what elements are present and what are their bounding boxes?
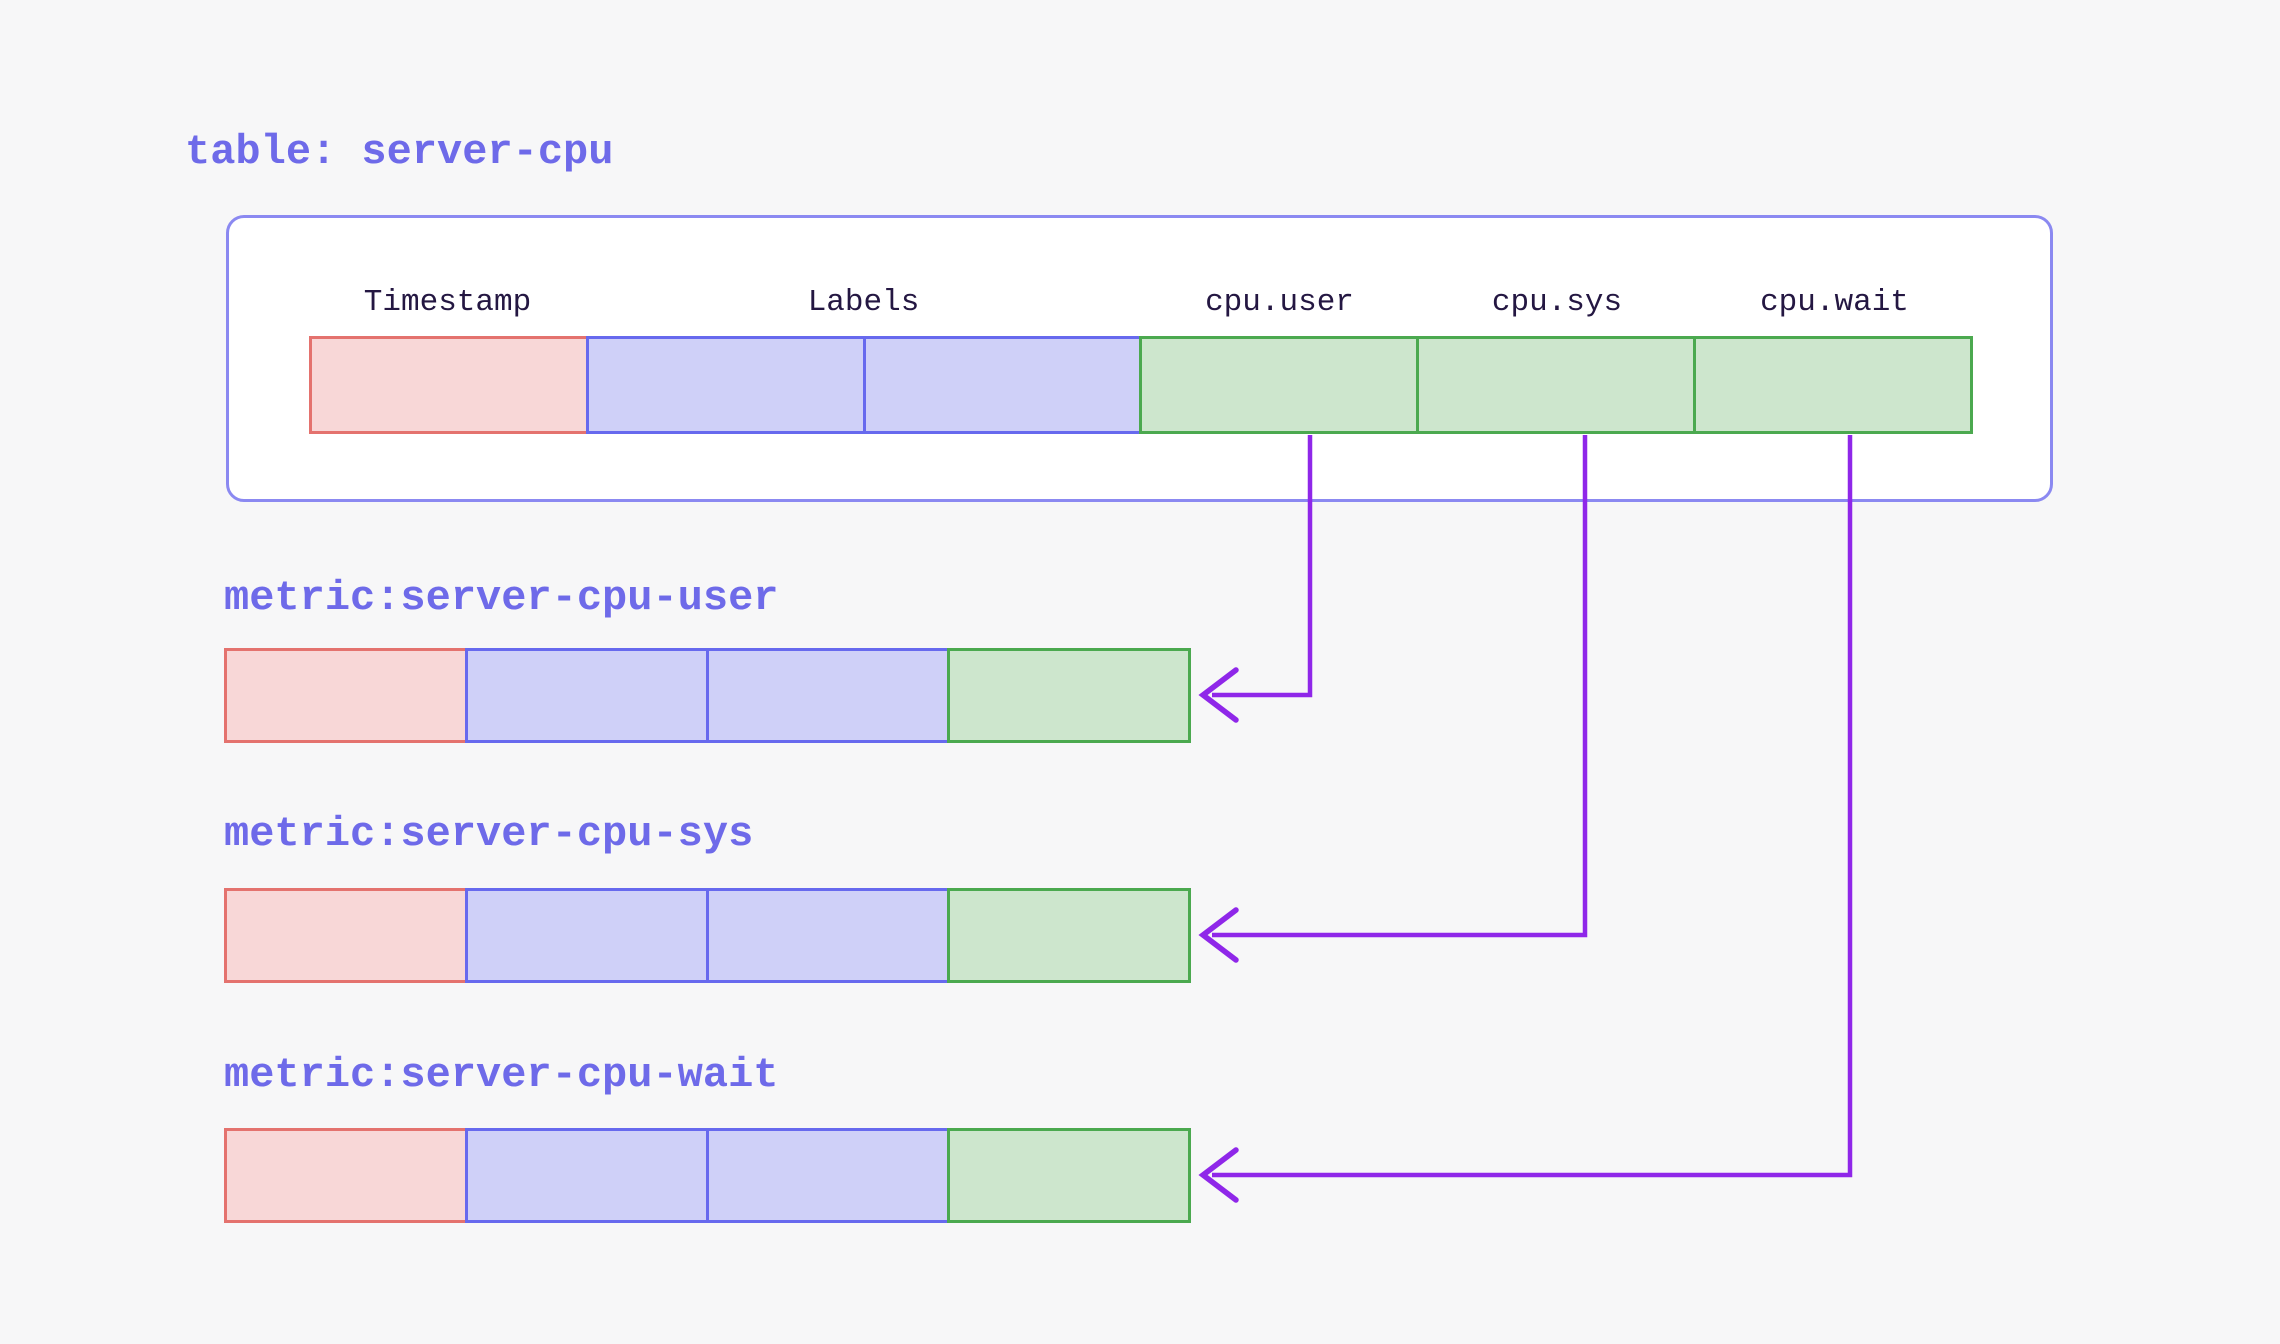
column-header-cpu-sys: cpu.sys	[1491, 285, 1623, 320]
value-cell	[947, 888, 1191, 983]
metric-row-server-cpu-sys	[224, 888, 1191, 983]
label-cell	[585, 336, 866, 434]
value-cell	[947, 1128, 1191, 1223]
label-cell	[465, 888, 709, 983]
connector-cpu-wait-arrow	[1198, 435, 1853, 1203]
metric-row-server-cpu-user	[224, 648, 1191, 743]
timestamp-cell	[224, 1128, 468, 1223]
metric-row-server-cpu-wait	[224, 1128, 1191, 1223]
column-header-cpu-wait: cpu.wait	[1760, 285, 1909, 320]
column-header-timestamp: Timestamp	[363, 285, 532, 320]
label-cell	[706, 648, 950, 743]
timestamp-cell	[224, 888, 468, 983]
timestamp-cell	[224, 648, 468, 743]
value-cell-cpu-wait	[1693, 336, 1973, 434]
table-row	[309, 336, 1973, 434]
label-cell	[706, 1128, 950, 1223]
value-cell	[947, 648, 1191, 743]
metric-title-server-cpu-wait: metric:server-cpu-wait	[224, 1051, 779, 1099]
label-cell	[465, 648, 709, 743]
column-header-cpu-user: cpu.user	[1205, 285, 1354, 320]
metric-title-server-cpu-user: metric:server-cpu-user	[224, 574, 779, 622]
column-header-labels: Labels	[807, 285, 920, 320]
label-cell	[862, 336, 1143, 434]
value-cell-cpu-user	[1139, 336, 1420, 434]
label-cell	[465, 1128, 709, 1223]
connector-cpu-sys-arrow	[1198, 435, 1588, 963]
metric-title-server-cpu-sys: metric:server-cpu-sys	[224, 810, 754, 858]
label-cell	[706, 888, 950, 983]
table-title: table: server-cpu	[185, 128, 614, 176]
timestamp-cell	[309, 336, 589, 434]
value-cell-cpu-sys	[1416, 336, 1697, 434]
